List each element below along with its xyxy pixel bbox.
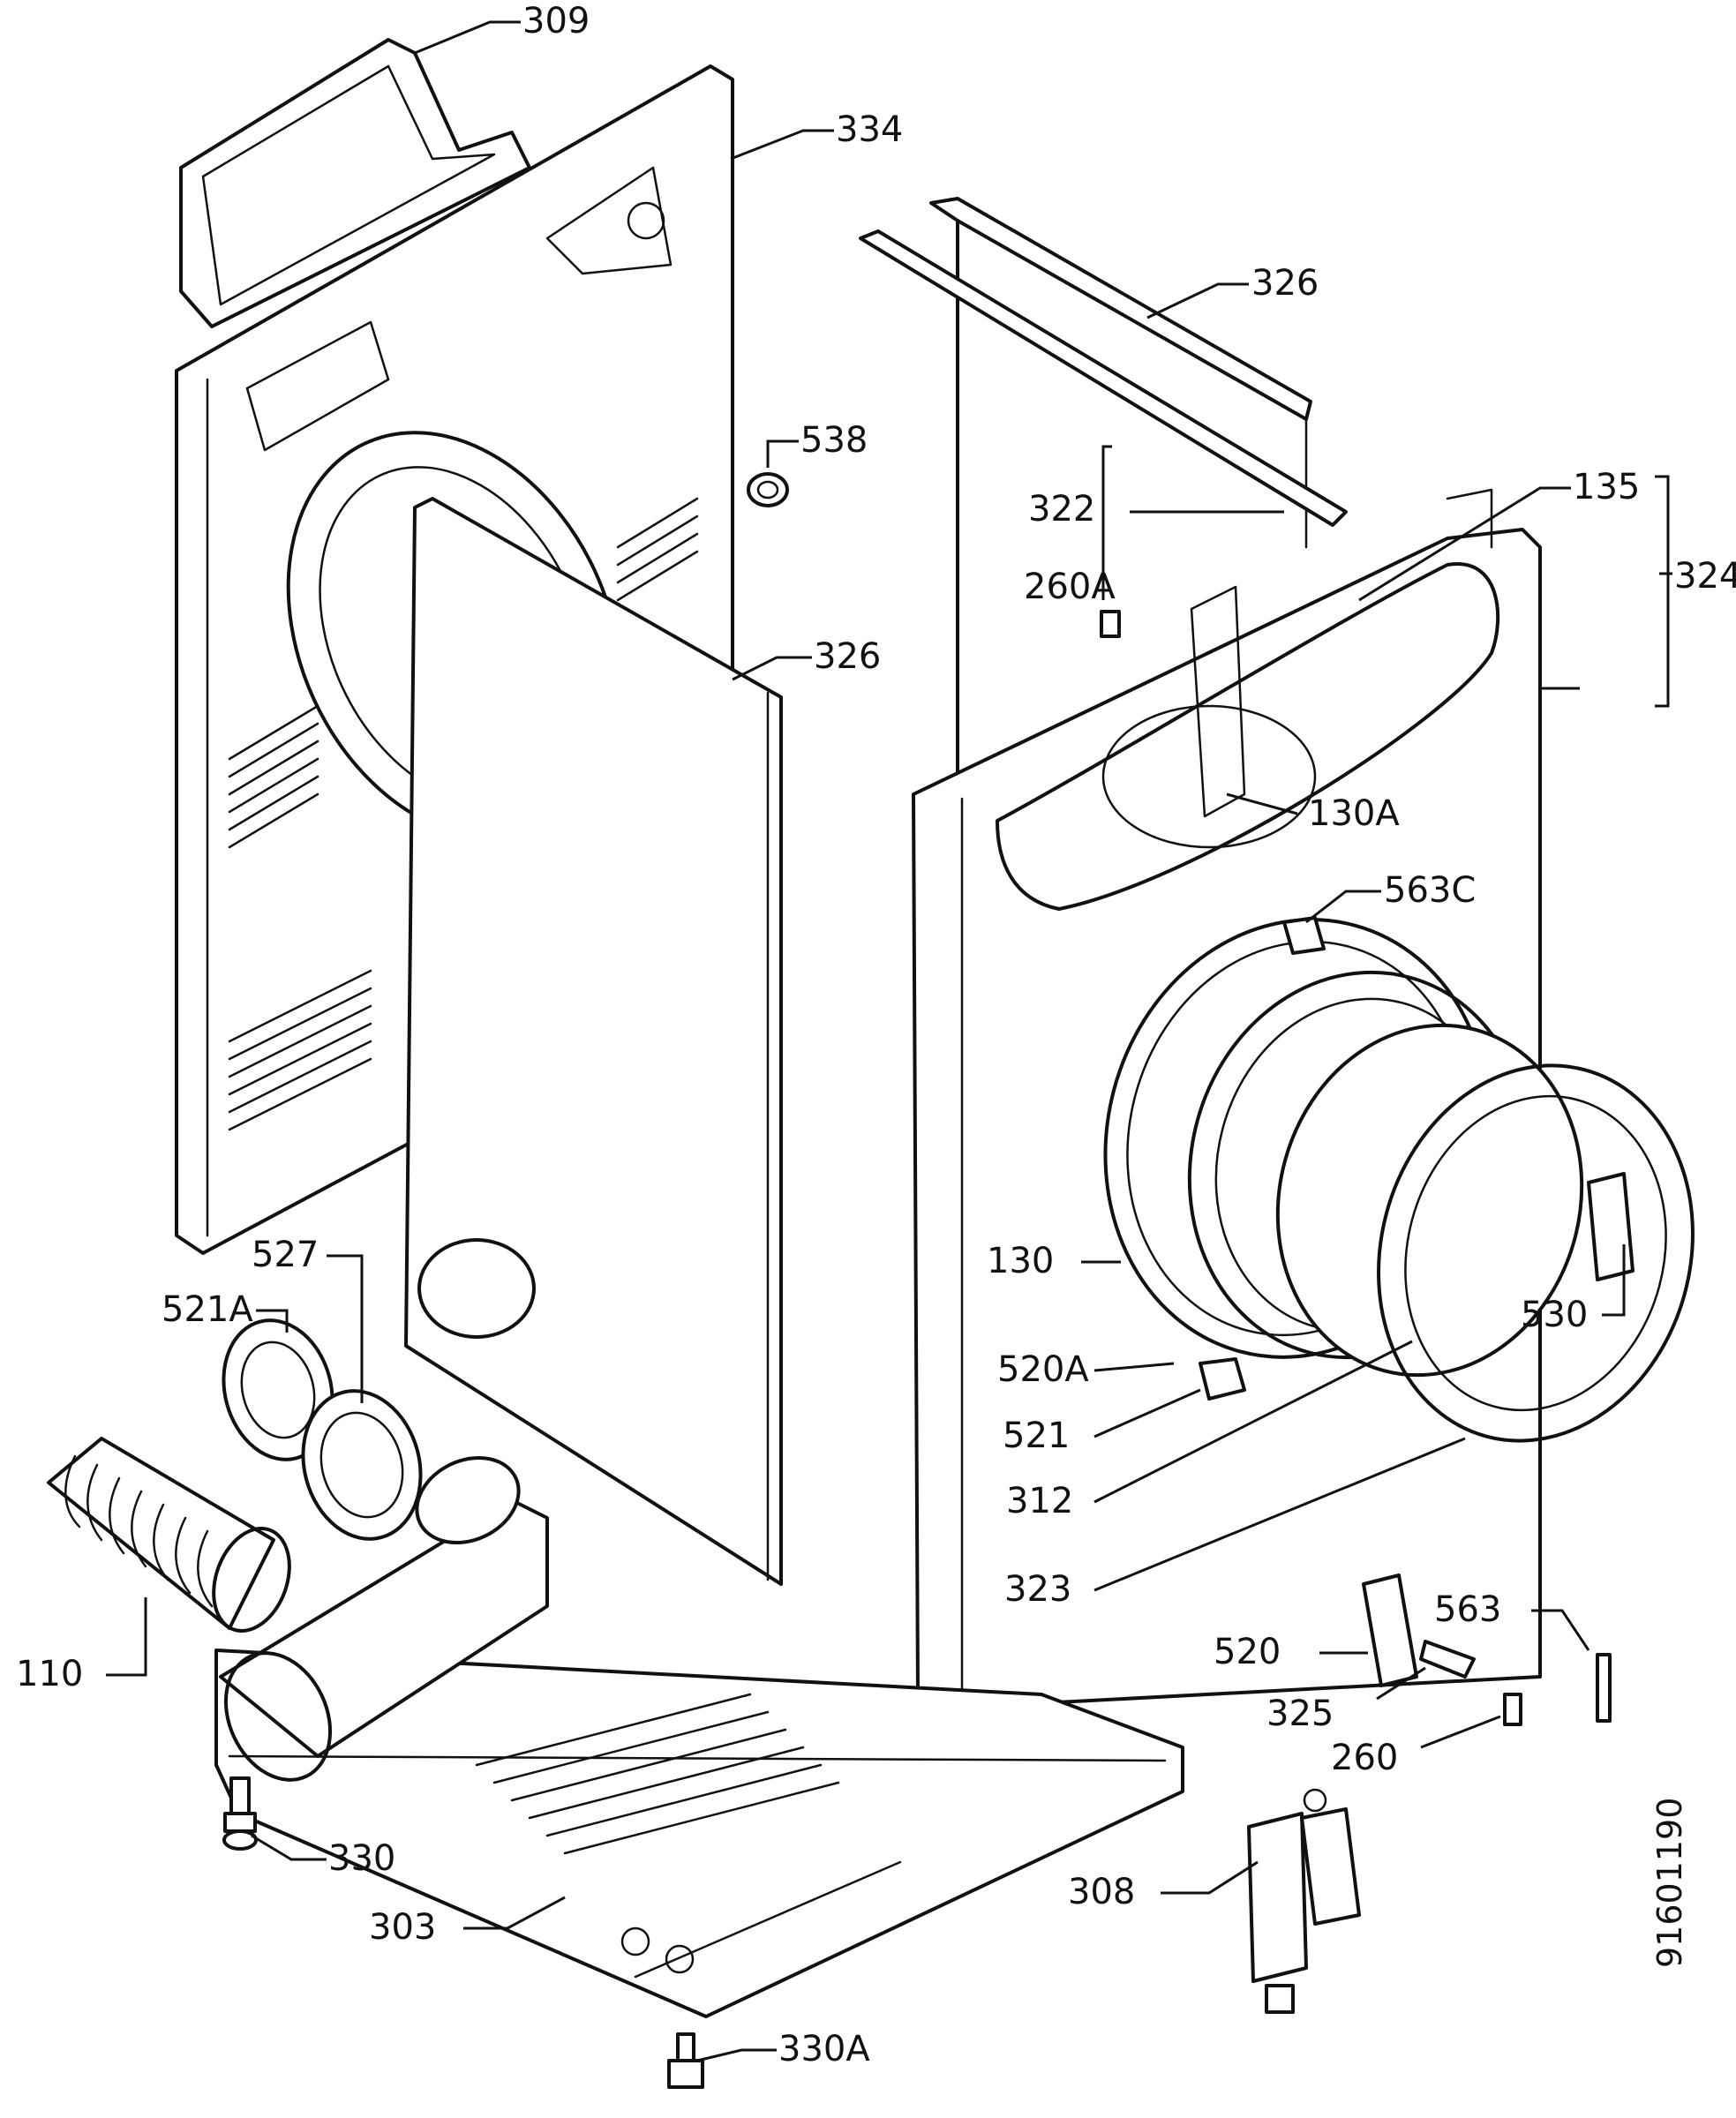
document-number: 91601190 xyxy=(1650,1798,1689,1968)
part-326-side-panel-left xyxy=(404,497,783,1586)
part-labels: 309 334 326 538 322 135 324 260A 326 130… xyxy=(16,1,1736,2069)
part-530-door-glass xyxy=(1275,1023,1695,1443)
part-325-catch xyxy=(1419,1640,1476,1679)
part-563-pin xyxy=(1596,1653,1612,1723)
label-308: 308 xyxy=(1068,1872,1135,1912)
label-563c: 563C xyxy=(1384,870,1476,911)
label-520a: 520A xyxy=(997,1349,1089,1390)
label-309: 309 xyxy=(522,1,590,41)
label-326-side: 326 xyxy=(814,636,881,677)
part-538-grommet xyxy=(747,472,789,507)
part-260-clip xyxy=(1503,1693,1522,1726)
label-260a: 260A xyxy=(1024,567,1116,607)
label-521a: 521A xyxy=(162,1289,253,1330)
label-130a: 130A xyxy=(1308,793,1400,834)
part-563c-hinge-clip xyxy=(1282,916,1326,955)
part-527-connector-ring xyxy=(301,1389,423,1541)
part-308-hinge xyxy=(1247,1788,1361,2014)
part-330-foot xyxy=(222,1776,258,1851)
part-326-top-strip-right xyxy=(929,197,1312,787)
label-322: 322 xyxy=(1028,489,1095,530)
label-303: 303 xyxy=(369,1907,436,1948)
leader-lines xyxy=(106,20,1672,2062)
label-323: 323 xyxy=(1004,1569,1071,1610)
part-521a-connector xyxy=(222,1318,334,1461)
label-334: 334 xyxy=(836,109,903,150)
label-563: 563 xyxy=(1434,1589,1501,1630)
label-135: 135 xyxy=(1573,467,1640,507)
label-130: 130 xyxy=(987,1241,1054,1281)
part-520-bracket xyxy=(1362,1573,1418,1687)
label-520: 520 xyxy=(1214,1632,1281,1672)
label-538: 538 xyxy=(800,420,868,461)
label-330: 330 xyxy=(328,1838,395,1879)
label-521: 521 xyxy=(1003,1416,1070,1456)
label-260: 260 xyxy=(1331,1738,1398,1778)
part-base-duct-tube xyxy=(219,1455,549,1782)
label-530: 530 xyxy=(1521,1295,1588,1335)
label-527: 527 xyxy=(252,1235,319,1275)
label-312: 312 xyxy=(1006,1481,1073,1521)
label-325: 325 xyxy=(1266,1694,1334,1734)
part-521-latch xyxy=(1199,1357,1246,1401)
part-309-top-frame xyxy=(179,38,531,328)
label-330a: 330A xyxy=(778,2029,870,2069)
label-326-top: 326 xyxy=(1251,263,1319,304)
label-110: 110 xyxy=(16,1654,83,1694)
part-260a-clip xyxy=(1100,610,1121,638)
part-322-seal-strip xyxy=(859,229,1348,527)
part-330a-foot xyxy=(667,2032,704,2089)
part-303-base-plate xyxy=(214,1649,1184,2018)
label-324: 324 xyxy=(1674,556,1736,597)
part-110-exhaust-hose xyxy=(47,1437,291,1634)
